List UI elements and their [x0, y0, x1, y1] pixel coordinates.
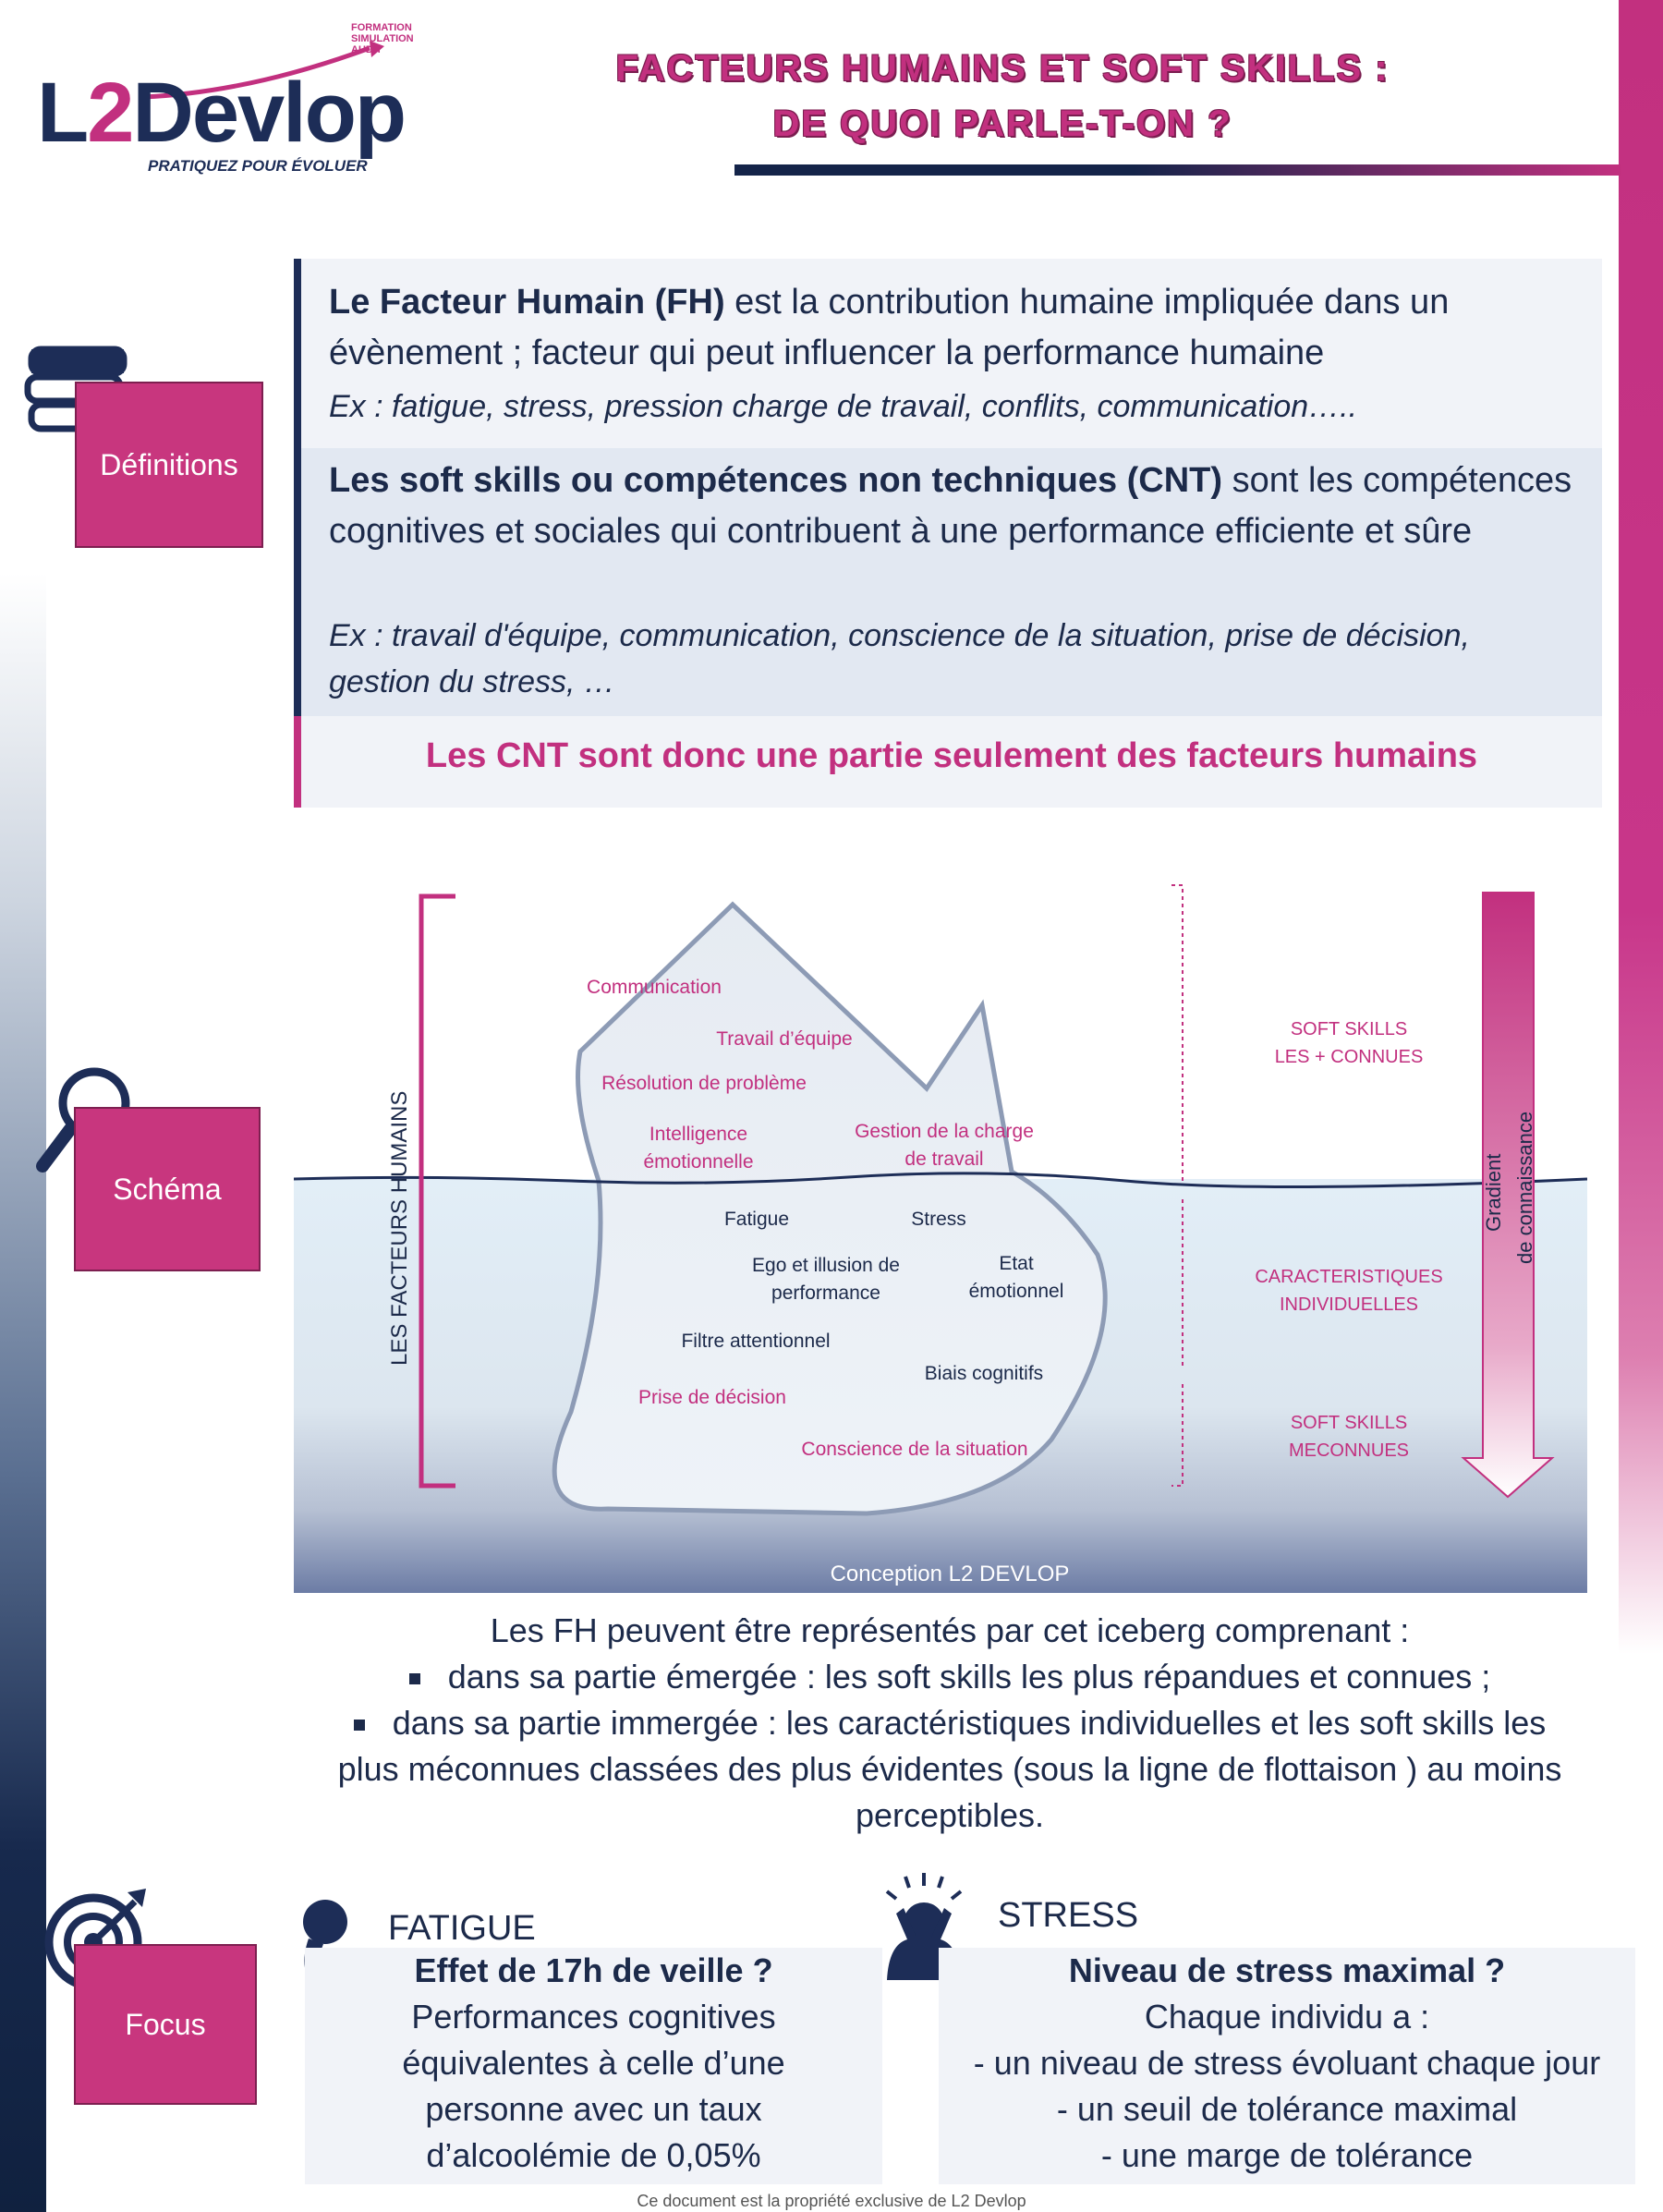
- knowledge-arrow: [1461, 892, 1555, 1499]
- iceberg-explanation: Les FH peuvent être représentés par cet …: [294, 1608, 1606, 1839]
- logo-tagline: PRATIQUEZ POUR ÉVOLUER: [148, 157, 368, 175]
- logo-wordmark: L2Devlop: [37, 66, 407, 160]
- cnt-example: Ex : travail d'équipe, communication, co…: [329, 618, 1470, 699]
- label-gradient: Gradient: [1482, 1154, 1505, 1232]
- svg-text:LES + CONNUES: LES + CONNUES: [1275, 1047, 1424, 1067]
- iceberg-diagram: LES FACTEURS HUMAINS Communication Trava…: [294, 867, 1587, 1593]
- left-decor-bar: [0, 573, 46, 2212]
- svg-text:émotionnelle: émotionnelle: [643, 1151, 753, 1173]
- svg-text:émotionnel: émotionnel: [969, 1281, 1064, 1302]
- label-stress: Stress: [911, 1209, 966, 1230]
- label-resolution: Résolution de problème: [601, 1073, 807, 1094]
- label-conscience: Conscience de la situation: [801, 1439, 1027, 1460]
- label-intelligence: Intelligence: [649, 1124, 747, 1145]
- svg-text:MECONNUES: MECONNUES: [1289, 1440, 1409, 1461]
- schema-label: Schéma: [74, 1107, 261, 1271]
- schema-credit: Conception L2 DEVLOP: [831, 1562, 1070, 1586]
- label-soft-meconnues: SOFT SKILLS: [1291, 1413, 1407, 1433]
- definitions-label: Définitions: [75, 382, 263, 548]
- label-travail-equipe: Travail d’équipe: [716, 1028, 852, 1050]
- svg-text:performance: performance: [771, 1282, 880, 1304]
- schema-vertical-label: LES FACTEURS HUMAINS: [387, 1091, 412, 1366]
- cnt-definition: Les soft skills ou compétences non techn…: [294, 448, 1602, 716]
- svg-text:INDIVIDUELLES: INDIVIDUELLES: [1280, 1294, 1418, 1315]
- label-ego: Ego et illusion de: [752, 1255, 900, 1276]
- iceberg-schema: LES FACTEURS HUMAINS Communication Trava…: [294, 867, 1587, 1593]
- label-biais: Biais cognitifs: [925, 1363, 1043, 1384]
- label-gestion: Gestion de la charge: [855, 1121, 1034, 1142]
- fh-example: Ex : fatigue, stress, pression charge de…: [329, 389, 1358, 424]
- right-bracket: [1171, 884, 1184, 1487]
- logo-arrow-icon: [142, 41, 384, 100]
- bullet-emergee: dans sa partie émergée : les soft skills…: [294, 1654, 1606, 1700]
- label-communication: Communication: [587, 977, 722, 998]
- label-caracteristiques: CARACTERISTIQUES: [1255, 1267, 1442, 1287]
- label-decision: Prise de décision: [638, 1387, 786, 1408]
- left-bracket: [419, 893, 455, 1489]
- svg-text:de connaissance: de connaissance: [1513, 1112, 1536, 1264]
- fatigue-heading: FATIGUE: [388, 1909, 536, 1948]
- fatigue-box: Effet de 17h de veille ? Performances co…: [305, 1948, 882, 2184]
- logo: FORMATION SIMULATION AUDIT L2Devlop PRAT…: [37, 9, 443, 185]
- stress-box: Niveau de stress maximal ? Chaque indivi…: [939, 1948, 1635, 2184]
- title-underline: [734, 164, 1621, 176]
- page-title: FACTEURS HUMAINS ET SOFT SKILLS : DE QUO…: [615, 48, 1390, 144]
- label-soft-connues: SOFT SKILLS: [1291, 1019, 1407, 1039]
- conclusion-text: Les CNT sont donc une partie seulement d…: [425, 736, 1478, 775]
- fh-definition: Le Facteur Humain (FH) est la contributi…: [294, 259, 1602, 448]
- definitions-panel: Le Facteur Humain (FH) est la contributi…: [294, 259, 1602, 808]
- footer-note: Ce document est la propriété exclusive d…: [637, 2192, 1026, 2210]
- svg-text:de travail: de travail: [904, 1149, 983, 1170]
- bullet-immergee: dans sa partie immergée : les caractéris…: [337, 1704, 1562, 1834]
- waterline: [294, 1172, 1587, 1189]
- label-etat: Etat: [999, 1253, 1034, 1274]
- focus-label: Focus: [74, 1944, 257, 2105]
- label-filtre: Filtre attentionnel: [681, 1331, 830, 1352]
- conclusion-box: Les CNT sont donc une partie seulement d…: [294, 716, 1602, 808]
- stress-heading: STRESS: [998, 1896, 1139, 1935]
- right-decor-bar: [1619, 0, 1663, 1654]
- label-fatigue: Fatigue: [724, 1209, 789, 1230]
